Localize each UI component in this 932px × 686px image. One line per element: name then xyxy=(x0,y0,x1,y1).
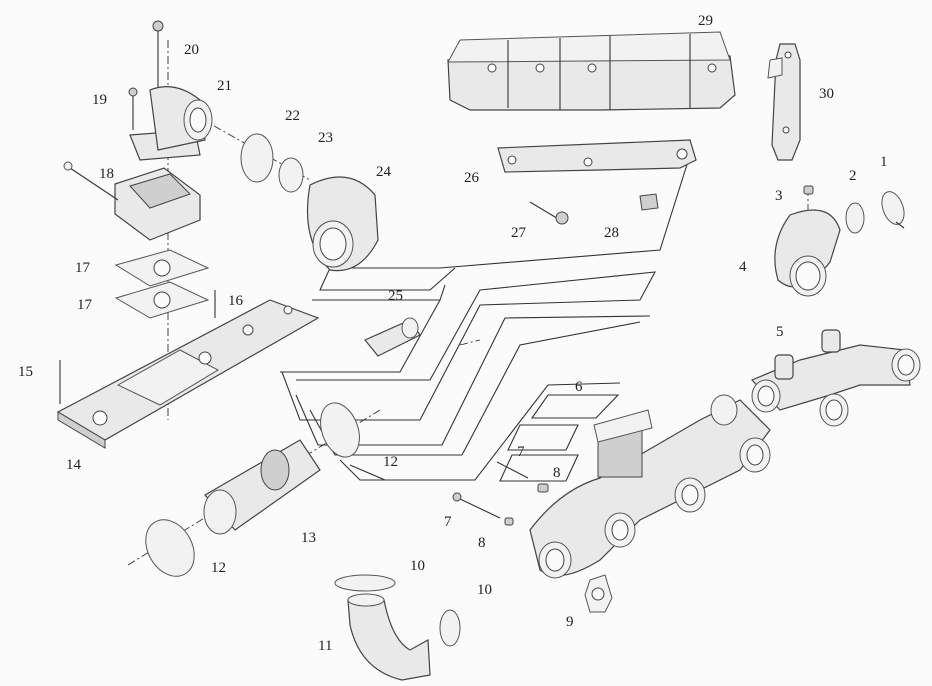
callout-22: 22 xyxy=(285,108,300,124)
front-exhaust-manifold-part xyxy=(529,394,771,579)
callout-6: 6 xyxy=(575,379,583,395)
intake-elbow-assembly xyxy=(240,133,379,272)
callout-9: 9 xyxy=(566,614,574,630)
callout-5: 5 xyxy=(776,324,784,340)
callout-16: 16 xyxy=(228,293,244,309)
callout-15: 15 xyxy=(18,364,33,380)
callout-12b: 12 xyxy=(211,560,226,576)
callout-19: 19 xyxy=(92,92,107,108)
lower-elbow-assembly xyxy=(334,574,461,681)
callout-24: 24 xyxy=(376,164,392,180)
intake-pipe-assembly xyxy=(145,402,360,577)
callout-23: 23 xyxy=(318,130,333,146)
callout-20: 20 xyxy=(184,42,199,58)
callout-28: 28 xyxy=(604,225,619,241)
intake-manifold-assembly xyxy=(56,249,320,449)
callout-13: 13 xyxy=(301,530,316,546)
callout-14: 14 xyxy=(66,457,82,473)
manifold-gasket-part xyxy=(584,574,613,613)
strap-and-fittings xyxy=(364,139,697,357)
callout-labels: 1 2 3 4 5 6 7 7 8 8 9 10 10 11 12 12 13 … xyxy=(18,13,888,654)
callout-26: 26 xyxy=(464,170,480,186)
callout-2: 2 xyxy=(849,168,857,184)
callout-3: 3 xyxy=(775,188,783,204)
callout-7a: 7 xyxy=(517,444,525,460)
intake-connector-assembly xyxy=(128,20,213,161)
callout-1: 1 xyxy=(880,154,888,170)
callout-10b: 10 xyxy=(477,582,492,598)
bolts-and-nuts xyxy=(452,461,549,526)
callout-17a: 17 xyxy=(75,260,91,276)
callout-11: 11 xyxy=(318,638,332,654)
callout-18: 18 xyxy=(99,166,114,182)
intake-heater-part xyxy=(63,161,201,241)
callout-7b: 7 xyxy=(444,514,452,530)
callout-30: 30 xyxy=(819,86,834,102)
rear-exhaust-manifold-part xyxy=(750,329,921,427)
mounting-bracket-part xyxy=(767,43,801,161)
heat-shield-part xyxy=(447,31,736,111)
callout-27: 27 xyxy=(511,225,527,241)
upper-elbow-assembly xyxy=(774,185,905,297)
callout-10a: 10 xyxy=(410,558,425,574)
callout-17b: 17 xyxy=(77,297,93,313)
callout-8a: 8 xyxy=(553,465,561,481)
callout-21: 21 xyxy=(217,78,232,94)
callout-12a: 12 xyxy=(383,454,398,470)
callout-29: 29 xyxy=(698,13,713,29)
callout-25: 25 xyxy=(388,288,403,304)
callout-8b: 8 xyxy=(478,535,486,551)
callout-4: 4 xyxy=(739,259,747,275)
